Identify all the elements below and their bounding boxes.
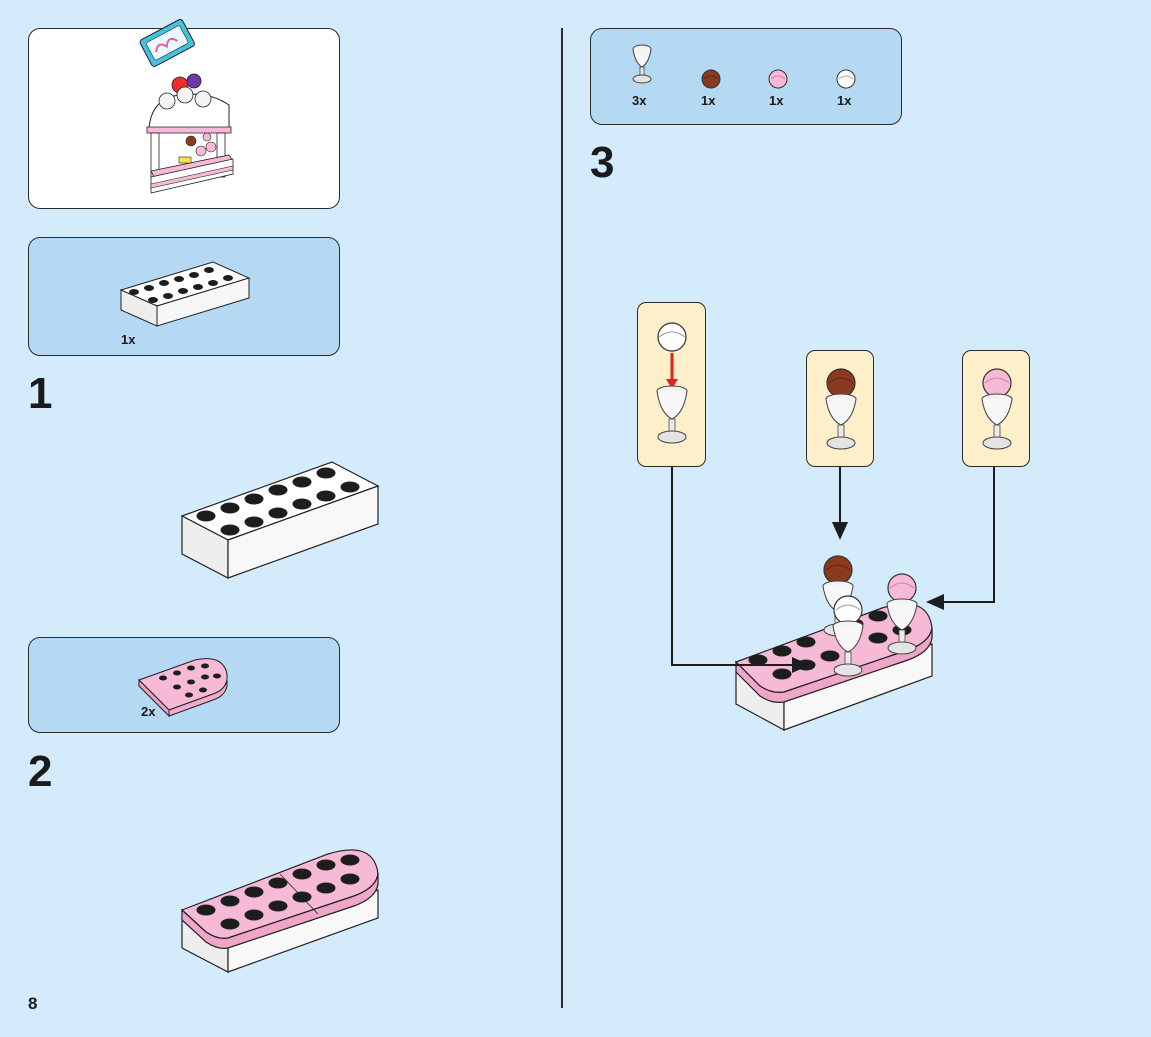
callout-pink-sundae xyxy=(962,350,1030,467)
clear-goblet-part xyxy=(632,44,652,84)
step-3-parts-illustration xyxy=(632,44,856,89)
step-3-parts-panel: 3x 1x 1x 1x xyxy=(590,28,902,125)
ice-cream-stand-illustration xyxy=(139,19,234,194)
white-brick-2x6-part xyxy=(119,261,251,327)
step-1-number: 1 xyxy=(28,369,53,418)
step-1-parts-panel: 1x xyxy=(28,237,340,356)
step-1-part-quantity: 1x xyxy=(121,332,136,347)
pink-scoop-quantity: 1x xyxy=(769,93,784,108)
step-3-number: 3 xyxy=(590,138,615,187)
model-overview-panel xyxy=(28,19,340,209)
step-2-number: 2 xyxy=(28,747,53,796)
callout-white-sundae xyxy=(637,302,706,467)
page-number: 8 xyxy=(28,994,38,1013)
brown-scoop-quantity: 1x xyxy=(701,93,716,108)
column-divider xyxy=(561,28,563,1008)
brown-sundae-subassembly xyxy=(825,368,857,450)
pink-rounded-plate-part xyxy=(138,658,228,718)
step-2-parts-panel: 2x xyxy=(28,637,340,733)
step-2-assembly-illustration xyxy=(180,849,379,973)
step-2-part-quantity: 2x xyxy=(141,704,156,719)
white-sundae-subassembly xyxy=(656,322,688,444)
goblet-quantity: 3x xyxy=(632,93,647,108)
callout-brown-sundae xyxy=(806,350,874,467)
brown-scoop-part xyxy=(701,69,721,89)
step-3-assembly-illustration xyxy=(671,467,995,732)
white-scoop-quantity: 1x xyxy=(837,93,852,108)
white-scoop-part xyxy=(836,69,856,89)
pink-scoop-part xyxy=(768,69,788,89)
pink-sundae-subassembly xyxy=(981,368,1013,450)
step-1-assembly-illustration xyxy=(180,461,380,579)
